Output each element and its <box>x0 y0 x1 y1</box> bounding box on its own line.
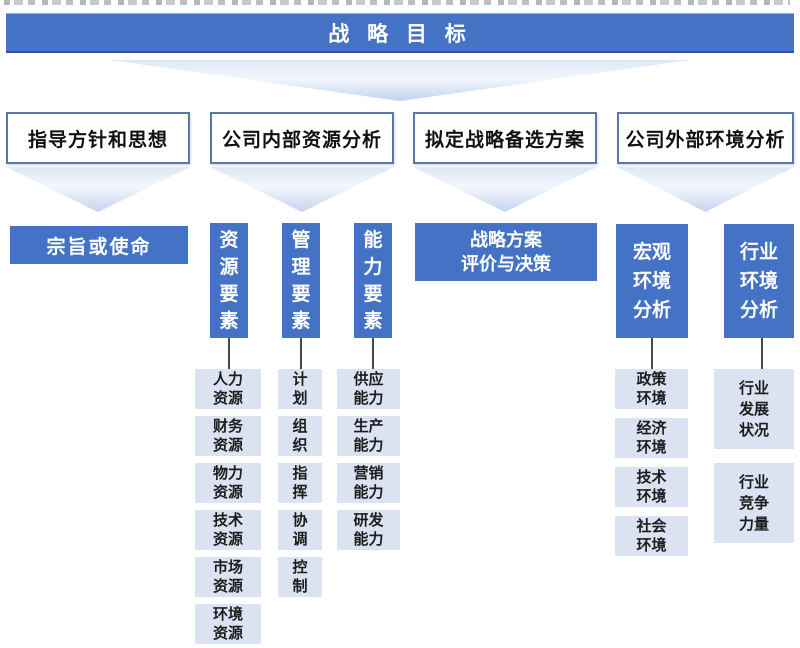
list-item: 协 调 <box>278 510 322 550</box>
list-item: 营销 能力 <box>337 463 400 503</box>
down-arrow-alternatives <box>413 167 597 212</box>
list-item: 人力 资源 <box>195 369 261 409</box>
phase-box-external-environment: 公司外部环境分析 <box>617 112 794 164</box>
list-item: 政策 环境 <box>615 369 688 409</box>
connector-macro-env <box>651 338 653 369</box>
list-item: 技术 资源 <box>195 510 261 550</box>
connector-management <box>300 338 302 369</box>
list-item: 社会 环境 <box>615 516 688 556</box>
down-arrow-main <box>110 60 690 101</box>
list-item: 供应 能力 <box>337 369 400 409</box>
factor-box-management: 管 理 要 素 <box>282 223 320 338</box>
list-item: 指 挥 <box>278 463 322 503</box>
list-item: 物力 资源 <box>195 463 261 503</box>
factor-box-resources: 资 源 要 素 <box>210 223 248 338</box>
list-item: 计 划 <box>278 369 322 409</box>
list-item: 行业 竞争 力量 <box>714 463 794 543</box>
down-arrow-external <box>617 167 794 212</box>
phase-box-internal-resources: 公司内部资源分析 <box>210 112 394 164</box>
list-item: 环境 资源 <box>195 604 261 644</box>
list-item: 经济 环境 <box>615 418 688 458</box>
down-arrow-guidelines <box>6 167 190 212</box>
list-item: 技术 环境 <box>615 467 688 507</box>
list-item: 生产 能力 <box>337 416 400 456</box>
macro-environment-box: 宏观 环境 分析 <box>616 224 688 338</box>
list-item: 行业 发展 状况 <box>714 369 794 449</box>
decision-box: 战略方案 评价与决策 <box>415 223 597 281</box>
factor-box-capability: 能 力 要 素 <box>354 223 392 338</box>
connector-capability <box>372 338 374 369</box>
list-item: 市场 资源 <box>195 557 261 597</box>
industry-environment-box: 行业 环境 分析 <box>724 224 794 338</box>
list-item: 研发 能力 <box>337 510 400 550</box>
list-item: 财务 资源 <box>195 416 261 456</box>
connector-resources <box>228 338 230 369</box>
connector-industry-env <box>761 338 763 369</box>
cropped-text-strip <box>4 0 790 5</box>
phase-box-strategy-alternatives: 拟定战略备选方案 <box>413 112 597 164</box>
down-arrow-internal <box>210 167 394 212</box>
phase-box-guidelines: 指导方针和思想 <box>6 112 190 164</box>
list-item: 组 织 <box>278 416 322 456</box>
strategic-goal-banner: 战 略 目 标 <box>6 13 794 53</box>
mission-box: 宗旨或使命 <box>10 226 188 264</box>
list-item: 控 制 <box>278 557 322 597</box>
